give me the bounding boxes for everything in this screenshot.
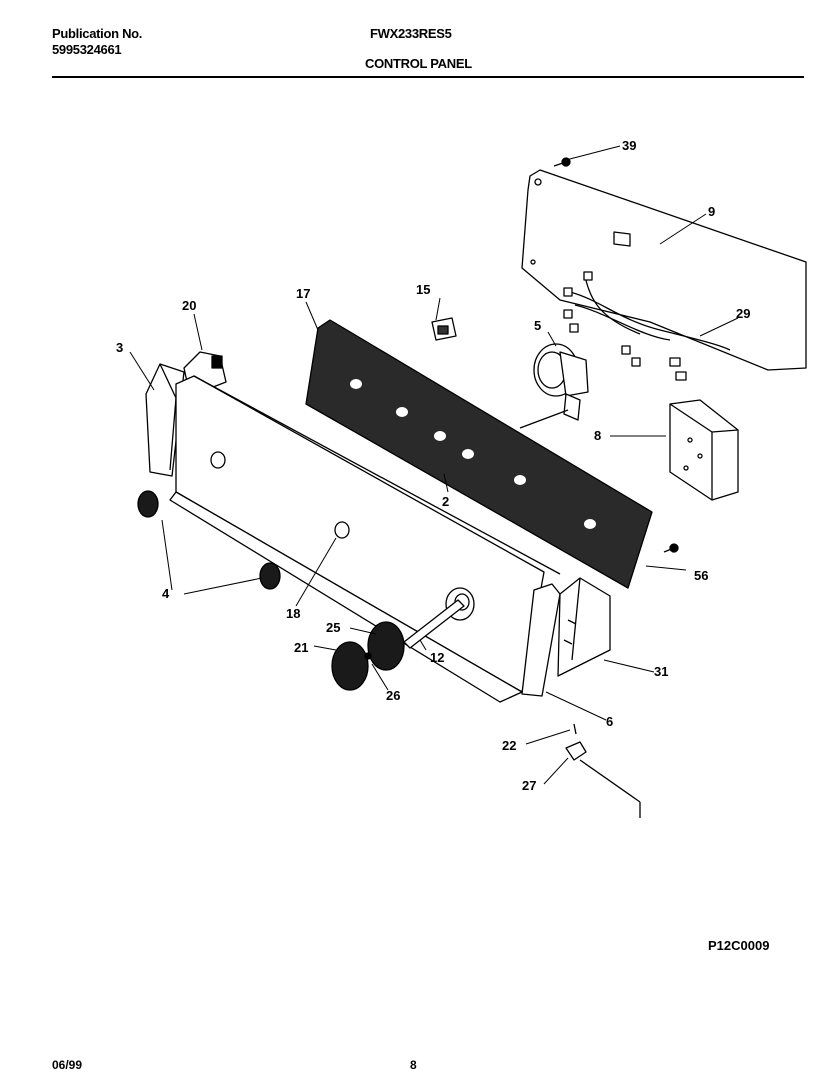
publication-number: 5995324661 <box>52 42 122 57</box>
part-label-6: 6 <box>606 714 613 729</box>
perforated-panel-part <box>305 319 653 589</box>
part-label-15: 15 <box>416 282 430 297</box>
part-label-22: 22 <box>502 738 516 753</box>
right-bracket-part <box>557 577 611 677</box>
section-title: CONTROL PANEL <box>365 56 472 71</box>
part-label-3: 3 <box>116 340 123 355</box>
part-labels: 39 9 29 15 17 20 3 5 8 2 4 18 56 25 21 1… <box>116 138 769 953</box>
wire-harness-part <box>563 271 731 381</box>
part-label-8: 8 <box>594 428 601 443</box>
part-label-56: 56 <box>694 568 708 583</box>
hinge-bracket-part <box>565 723 641 818</box>
part-label-27: 27 <box>522 778 536 793</box>
right-endcap-part <box>521 583 561 697</box>
part-label-4: 4 <box>162 586 170 601</box>
header-rule <box>52 76 804 78</box>
part-label-5: 5 <box>534 318 541 333</box>
publication-label: Publication No. <box>52 26 143 41</box>
knob-part <box>331 641 369 691</box>
part-label-21: 21 <box>294 640 308 655</box>
timer-part <box>519 343 589 429</box>
part-label-18: 18 <box>286 606 300 621</box>
footer-page-number: 8 <box>410 1058 417 1072</box>
part-label-25: 25 <box>326 620 340 635</box>
part-label-12: 12 <box>430 650 444 665</box>
part-label-29: 29 <box>736 306 750 321</box>
part-label-20: 20 <box>182 298 196 313</box>
switch-part <box>431 317 457 341</box>
side-screw-part <box>663 543 679 553</box>
footer-date: 06/99 <box>52 1058 83 1072</box>
part-label-2: 2 <box>442 494 449 509</box>
part-label-31: 31 <box>654 664 668 679</box>
rear-panel-part <box>521 169 807 371</box>
small-knob-part <box>137 490 281 590</box>
part-label-9: 9 <box>708 204 715 219</box>
control-module-part <box>669 399 739 501</box>
part-label-26: 26 <box>386 688 400 703</box>
callout-leaders <box>129 145 739 785</box>
large-knob-part <box>367 621 405 671</box>
part-label-39: 39 <box>622 138 636 153</box>
clip-part <box>364 652 372 660</box>
drawing-code: P12C0009 <box>708 938 769 953</box>
part-label-17: 17 <box>296 286 310 301</box>
screw-part <box>553 157 571 167</box>
shaft-part <box>403 599 465 649</box>
model-number: FWX233RES5 <box>370 26 452 41</box>
